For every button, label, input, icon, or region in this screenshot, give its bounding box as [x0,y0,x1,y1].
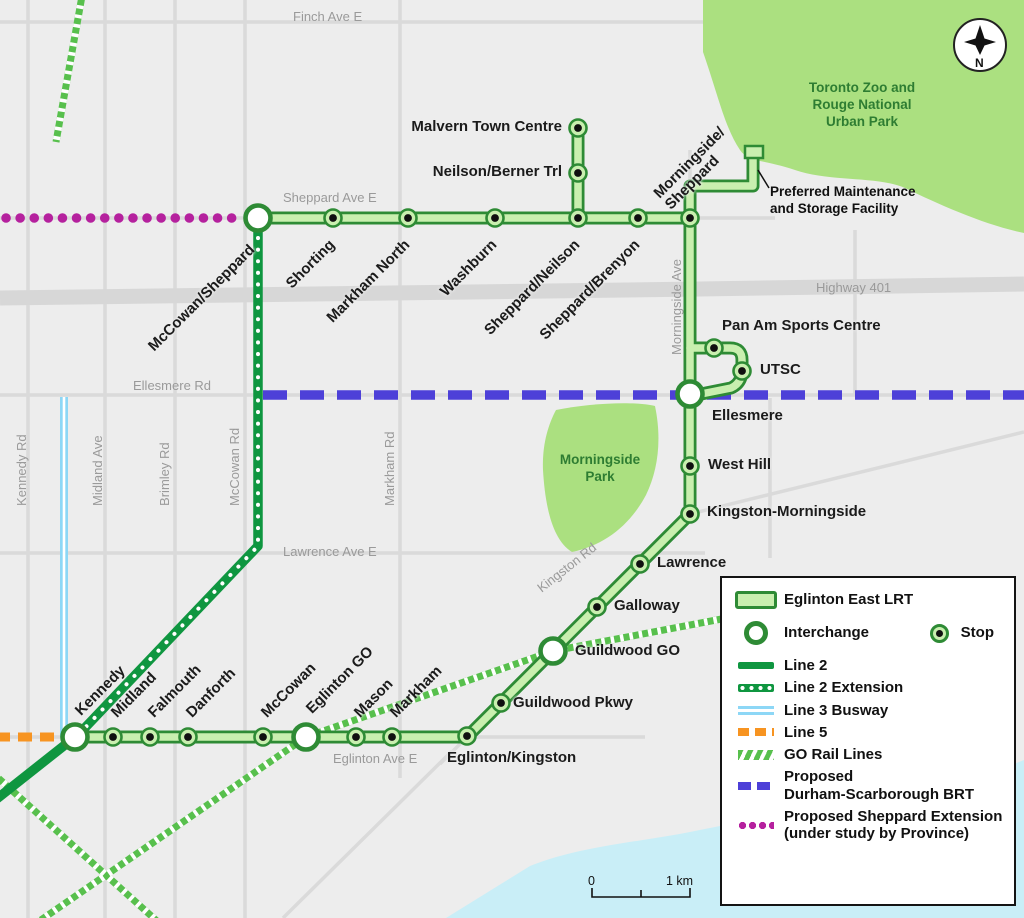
road-label-sheppard: Sheppard Ave E [283,190,377,205]
interchange-guildwood-go [541,639,566,664]
legend-go-label: GO Rail Lines [784,746,883,763]
stop-sheppard-brenyon [628,208,648,228]
scale-km-label: 1 km [666,874,694,888]
legend-line5-label: Line 5 [784,723,828,741]
stop-falmouth [140,727,160,747]
road-label-ellesmere: Ellesmere Rd [133,378,212,393]
road-label-eglinton: Eglinton Ave E [333,751,418,766]
maintenance-facility-leader [757,169,770,189]
station-label-malvern-town-centre: Malvern Town Centre [411,118,562,135]
road-label-highway-401: Highway 401 [816,280,892,295]
station-label-neilson-berner-trl: Neilson/Berner Trl [432,163,562,180]
legend-row-lrt: Eglinton East LRT [734,591,1002,609]
stop-utsc [732,361,752,381]
road-label-kennedy: Kennedy Rd [14,434,30,506]
station-label-guildwood-pkwy: Guildwood Pkwy [513,694,634,711]
go-rail-swatch [734,749,778,760]
interchange-eglinton-go [294,725,319,750]
legend-row-markers: Interchange Stop [734,621,1002,645]
stop-icon [925,623,955,643]
stop-sheppard-neilson [568,208,588,228]
legend-row-line2-ext: Line 2 Extension [734,679,1002,696]
road-kingston-south [281,749,454,918]
stop-mccowan [253,727,273,747]
road-label-lawrence: Lawrence Ave E [283,544,377,559]
stop-kingston-morningside [680,504,700,524]
road-label-finch: Finch Ave E [293,9,363,24]
compass-icon [953,18,1007,72]
stop-markham-north [398,208,418,228]
legend-line2-ext-label: Line 2 Extension [784,679,904,697]
station-label-west-hill: West Hill [708,456,772,473]
station-label-galloway: Galloway [614,597,680,614]
stop-eglinton-kingston [457,726,477,746]
stop-morningside-sheppard [680,208,700,228]
line2 [0,733,78,803]
legend-stop-label: Stop [960,624,994,642]
brt-swatch [734,781,778,790]
stop-malvern-town-centre [568,118,588,138]
line2-swatch [734,662,778,670]
legend-interchange-label: Interchange [784,624,870,642]
legend-row-sheppard-ext: Proposed Sheppard Extension(under study … [734,808,1002,843]
legend-row-go: GO Rail Lines [734,746,1002,763]
go-rail-lines [0,0,749,918]
stop-danforth [178,727,198,747]
line3-busway-swatch [734,705,778,715]
legend-line3-label: Line 3 Busway [784,701,889,719]
road-highway-401 [0,276,1024,306]
road-label-morningside: Morningside Ave [669,259,685,355]
scale-bar [591,888,691,898]
road-label-markham: Markham Rd [382,431,398,506]
legend-lrt-label: Eglinton East LRT [784,591,914,609]
stop-shorting [323,208,343,228]
scale-zero-label: 0 [588,874,595,888]
stop-west-hill [680,456,700,476]
legend-line2-label: Line 2 [784,657,828,674]
stop-midland [103,727,123,747]
stop-neilson-berner-trl [568,163,588,183]
compass-north-label: N [975,56,984,70]
stop-markham [382,727,402,747]
station-label-pan-am: Pan Am Sports Centre [722,317,881,334]
legend-row-line5: Line 5 [734,724,1002,741]
park-toronto-zoo [703,0,1024,233]
stop-washburn [485,208,505,228]
station-label-eglinton-kingston: Eglinton/Kingston [447,749,577,766]
station-label-guildwood-go: Guildwood GO [575,642,680,659]
stop-mason [346,727,366,747]
stop-guildwood-pkwy [491,693,511,713]
sheppard-extension-swatch [734,820,778,830]
interchange-kennedy [63,725,88,750]
road-label-midland: Midland Ave [90,435,106,506]
road-label-brimley: Brimley Rd [157,442,173,506]
legend-row-line3: Line 3 Busway [734,702,1002,719]
legend: Eglinton East LRT Interchange Stop Line … [720,576,1016,906]
station-label-kingston-morningside: Kingston-Morningside [707,503,867,520]
station-label-utsc: UTSC [760,361,801,378]
line2-extension-swatch [734,683,778,692]
interchange-mccowan-sheppard [246,206,271,231]
lrt-line-swatch [734,591,778,609]
stop-pan-am-sports-centre [704,338,724,358]
interchange-icon [734,621,778,645]
line2-extension-dots [81,236,260,732]
road-label-mccowan: McCowan Rd [227,427,243,506]
legend-sheppard-ext-label: Proposed Sheppard Extension(under study … [784,807,1003,842]
maintenance-facility-marker [743,144,765,160]
legend-row-line2: Line 2 [734,657,1002,674]
stop-galloway [587,597,607,617]
stop-lawrence [630,554,650,574]
line5-swatch [734,728,778,737]
station-label-ellesmere: Ellesmere [712,407,783,424]
station-label-lawrence: Lawrence [657,554,727,571]
interchange-ellesmere [678,382,703,407]
park-morningside [542,403,659,552]
